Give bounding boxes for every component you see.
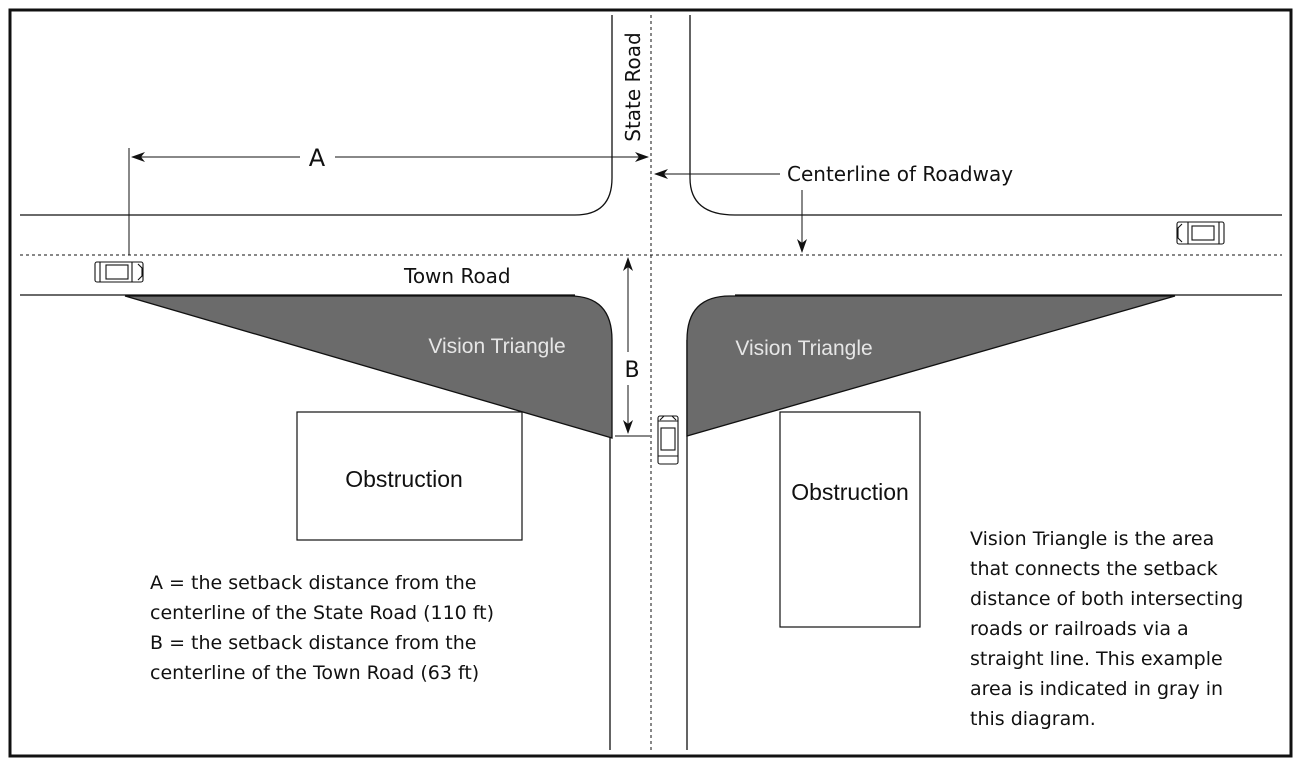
- legend-left-line: centerline of the State Road (110 ft): [150, 602, 495, 624]
- town-road-north-edge-right: [689, 15, 1282, 216]
- legend-right-line: area is indicated in gray in: [970, 678, 1224, 700]
- obstruction-right-label: Obstruction: [791, 479, 909, 505]
- legend-right: Vision Triangle is the area that connect…: [970, 524, 1243, 734]
- town-road-label: Town Road: [403, 264, 511, 288]
- obstruction-box-right: [779, 411, 921, 628]
- vision-triangle-left: [124, 295, 613, 439]
- centerline-label: Centerline of Roadway: [787, 162, 1013, 186]
- legend-right-line: roads or railroads via a: [970, 618, 1189, 640]
- town-road-north-edge-left: [20, 15, 613, 216]
- state-road-label: State Road: [621, 32, 645, 141]
- diagram-frame: [8, 8, 1293, 758]
- legend-right-line: this diagram.: [970, 708, 1096, 730]
- legend-left-line: centerline of the Town Road (63 ft): [150, 662, 480, 684]
- legend-left-line: A = the setback distance from the: [150, 572, 477, 594]
- vision-triangle-right: [686, 295, 1176, 437]
- vision-triangle-left-label: Vision Triangle: [428, 335, 565, 358]
- obstruction-box-left: [296, 411, 523, 541]
- legend-right-line: Vision Triangle is the area: [970, 528, 1215, 550]
- car-icon-west: [94, 261, 144, 283]
- car-icon-east: [1176, 221, 1225, 245]
- legend-right-line: straight line. This example: [970, 648, 1223, 670]
- vision-triangle-right-label: Vision Triangle: [735, 337, 872, 360]
- legend-left: A = the setback distance from the center…: [150, 568, 494, 688]
- dimension-a-label: A: [309, 144, 326, 172]
- car-icon-south: [657, 415, 679, 465]
- legend-right-line: that connects the setback: [970, 558, 1218, 580]
- legend-right-line: distance of both intersecting: [970, 588, 1244, 610]
- dimension-b-label: B: [624, 358, 639, 383]
- legend-left-line: B = the setback distance from the: [150, 632, 477, 654]
- obstruction-left-label: Obstruction: [345, 466, 463, 492]
